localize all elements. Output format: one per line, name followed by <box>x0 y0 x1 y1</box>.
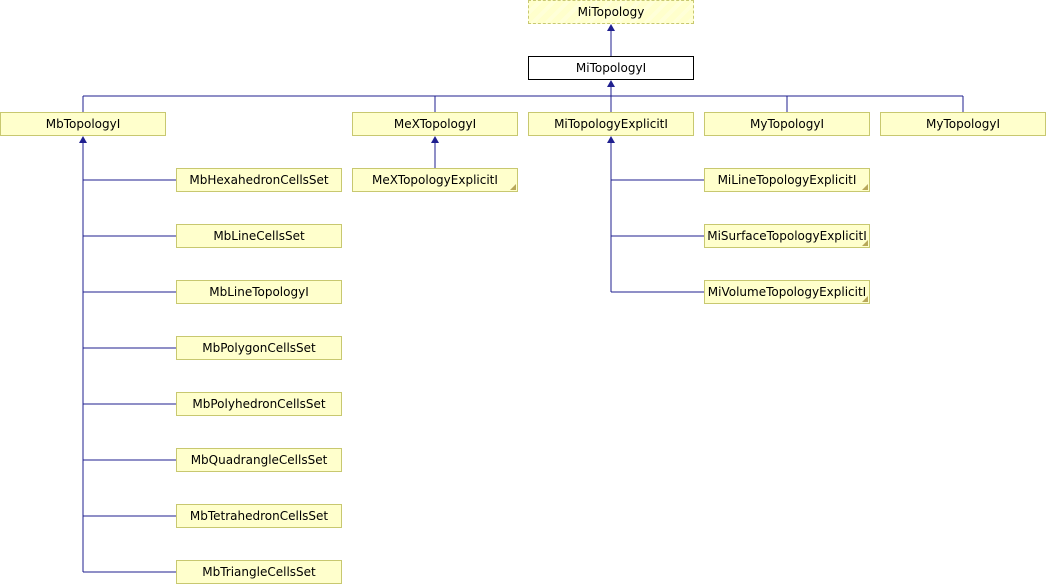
arrowhead-mitopologyexpliciti <box>607 136 615 143</box>
node-mblinetopologyi[interactable]: MbLineTopologyI <box>176 280 342 304</box>
node-mbquadranglecellsset[interactable]: MbQuadrangleCellsSet <box>176 448 342 472</box>
node-mitopologyi: MiTopologyI <box>528 56 694 80</box>
arrowhead-mextopologyi <box>431 136 439 143</box>
node-mitopologyexpliciti[interactable]: MiTopologyExplicitI <box>528 112 694 136</box>
node-mblinecellsset[interactable]: MbLineCellsSet <box>176 224 342 248</box>
arrowhead-mbtopologyi <box>79 136 87 143</box>
arrowhead-mitopologyi <box>607 80 615 87</box>
node-mextopologyexpliciti[interactable]: MeXTopologyExplicitI <box>352 168 518 192</box>
node-misurfacetopologyexpliciti[interactable]: MiSurfaceTopologyExplicitI <box>704 224 870 248</box>
node-mbtetrahedroncellsset[interactable]: MbTetrahedronCellsSet <box>176 504 342 528</box>
node-mivolumetopologyexpliciti[interactable]: MiVolumeTopologyExplicitI <box>704 280 870 304</box>
node-mytopologyi-1[interactable]: MyTopologyI <box>704 112 870 136</box>
node-mbhexahedroncellsset[interactable]: MbHexahedronCellsSet <box>176 168 342 192</box>
node-milinetopologyexpliciti[interactable]: MiLineTopologyExplicitI <box>704 168 870 192</box>
node-mbpolygoncellsset[interactable]: MbPolygonCellsSet <box>176 336 342 360</box>
node-mextopologyi[interactable]: MeXTopologyI <box>352 112 518 136</box>
node-mytopologyi-2[interactable]: MyTopologyI <box>880 112 1046 136</box>
node-mbtopologyi[interactable]: MbTopologyI <box>0 112 166 136</box>
node-mbtrianglecellsset[interactable]: MbTriangleCellsSet <box>176 560 342 584</box>
node-mbpolyhedroncellsset[interactable]: MbPolyhedronCellsSet <box>176 392 342 416</box>
arrowhead-mitopology <box>607 24 615 31</box>
node-mitopology[interactable]: MiTopology <box>528 0 694 24</box>
